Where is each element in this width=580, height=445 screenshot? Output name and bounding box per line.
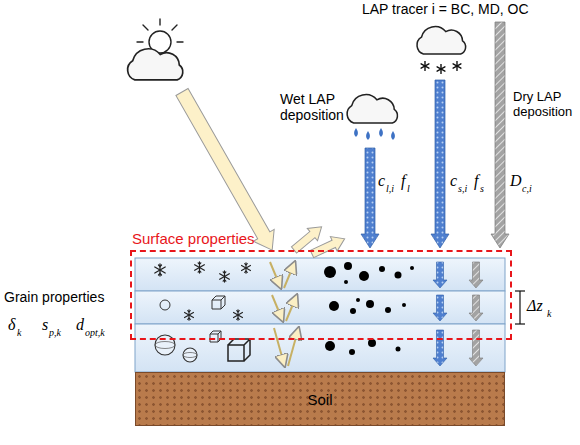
- refraction-arrow: [270, 262, 280, 286]
- flux-subscript: s: [480, 183, 484, 194]
- node-label: Soil: [307, 391, 332, 408]
- dry-flux-arrow: [469, 295, 483, 321]
- sphere-shading: [183, 353, 197, 358]
- snowflake-grain: [185, 310, 194, 320]
- cloud: [128, 49, 183, 80]
- grain-heading: Grain properties: [4, 290, 104, 306]
- refraction-arrow: [272, 295, 282, 319]
- snow-asterisk: [437, 65, 445, 74]
- lap-particles: [324, 262, 414, 355]
- cube-grain: [228, 339, 250, 361]
- sun-ray: [137, 41, 143, 42]
- refraction-arrow: [288, 330, 298, 366]
- sphere-shading: [155, 342, 175, 349]
- particle: [349, 349, 355, 355]
- snow-asterisk: [421, 62, 429, 71]
- flux-symbol: D: [510, 172, 522, 190]
- particle: [366, 300, 374, 308]
- sphere-grain: [155, 335, 175, 355]
- particle: [395, 272, 402, 279]
- sun-ray: [177, 41, 183, 42]
- rain-drop: [379, 128, 383, 137]
- flux-subscript: l,i: [386, 183, 394, 194]
- snow-cloud: [417, 27, 466, 54]
- flux-subscript: c,i: [522, 183, 532, 194]
- bracket-line: [519, 291, 520, 324]
- bracket-tick: [515, 290, 525, 291]
- rain-cloud: [347, 95, 397, 123]
- refraction-arrow: [274, 328, 284, 364]
- thickness-bracket: [515, 291, 525, 324]
- rain-drops: [354, 128, 395, 140]
- particle: [329, 301, 339, 311]
- wet-flux-arrow: [433, 295, 447, 321]
- sun-ray: [143, 25, 148, 30]
- rain-drop: [354, 128, 358, 137]
- refraction-arrow: [286, 297, 296, 321]
- cube-grain: [212, 296, 225, 309]
- sphere-grain: [183, 348, 197, 362]
- process-label: Dry LAP deposition: [513, 90, 579, 119]
- dry-flux-arrow: [469, 262, 483, 288]
- sphere-grain: [160, 300, 170, 310]
- particle: [344, 280, 348, 284]
- snow-asterisk: [453, 62, 461, 71]
- particle: [410, 266, 414, 270]
- grain-subscript: p,k: [49, 327, 61, 338]
- particle: [368, 339, 376, 347]
- bracket-tick: [515, 323, 525, 324]
- snow-layer: [135, 258, 505, 291]
- rain-drop: [366, 131, 370, 140]
- dry-deposition-arrow: [491, 22, 509, 248]
- snow-layer: [135, 324, 505, 372]
- particle: [325, 341, 335, 351]
- refraction-arrow: [284, 264, 294, 288]
- particle: [324, 266, 336, 278]
- snow-deposition-arrow: [431, 80, 449, 248]
- dry-flux-arrow: [469, 330, 483, 366]
- snowflake-grain: [195, 262, 205, 273]
- flux-subscript: l: [407, 183, 410, 194]
- flux-symbol: f: [401, 172, 405, 190]
- particle: [402, 303, 406, 307]
- particle: [379, 266, 385, 272]
- grain-symbol: δ: [8, 316, 15, 334]
- grain-subscript: opt,k: [85, 327, 105, 338]
- flux-symbol: f: [474, 172, 478, 190]
- snowflake-grain: [220, 271, 230, 282]
- grain-subscript: k: [17, 327, 21, 338]
- snow-layer: [135, 291, 505, 324]
- thickness-subscript: k: [547, 308, 551, 319]
- reflected-arrow: [309, 232, 348, 262]
- particle: [350, 308, 356, 314]
- rain-drop: [391, 131, 395, 140]
- particle: [396, 347, 401, 352]
- snowflake-grain: [234, 310, 243, 320]
- particle: [385, 307, 391, 313]
- surface-properties-box: Surface properties: [130, 250, 512, 340]
- particle: [359, 271, 369, 281]
- thickness-symbol: Δz: [527, 297, 543, 315]
- flux-symbol: c: [450, 172, 457, 190]
- tracer-label: LAP tracer i = BC, MD, OC: [362, 2, 529, 18]
- particle: [344, 262, 352, 270]
- sun-ray: [159, 19, 160, 25]
- wet-flux-arrow: [433, 330, 447, 366]
- snowflake-grain: [155, 264, 165, 276]
- flux-subscript: s,i: [458, 183, 467, 194]
- process-label: Wet LAP deposition: [280, 92, 354, 123]
- wet-flux-arrow: [433, 262, 447, 288]
- wet-deposition-arrow: [361, 148, 379, 248]
- sun-ray: [172, 25, 177, 30]
- cube-grain: [210, 331, 221, 342]
- snowflake-grain: [242, 263, 251, 273]
- particle: [356, 298, 360, 302]
- grain-symbol: s: [42, 316, 48, 334]
- soil-band: Soil: [135, 372, 505, 426]
- node-label: Surface properties: [132, 230, 255, 247]
- grain-symbol: d: [76, 316, 84, 334]
- refraction-paths: [270, 262, 298, 366]
- flux-symbol: c: [378, 172, 385, 190]
